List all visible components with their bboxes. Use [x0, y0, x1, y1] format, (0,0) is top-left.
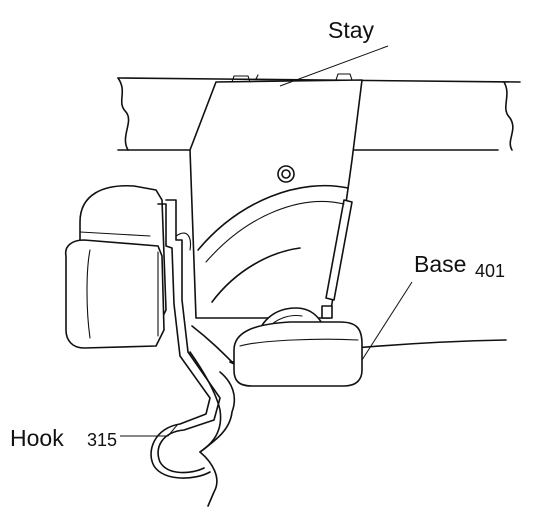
- hook-label: Hook: [10, 425, 64, 451]
- bolt-icon: [277, 165, 295, 183]
- stay-label: Stay: [328, 17, 375, 43]
- base-part: [233, 307, 363, 387]
- stay-leader-line: [279, 45, 389, 87]
- base-leader-line: [361, 281, 413, 361]
- hook-leader-line: [120, 423, 179, 437]
- base-number: 401: [475, 261, 505, 281]
- hook-part: [150, 199, 221, 479]
- base-label: Base: [414, 251, 466, 277]
- bracket-plate: [189, 73, 363, 319]
- hook-number: 315: [87, 430, 117, 450]
- cushion-part: [64, 184, 167, 349]
